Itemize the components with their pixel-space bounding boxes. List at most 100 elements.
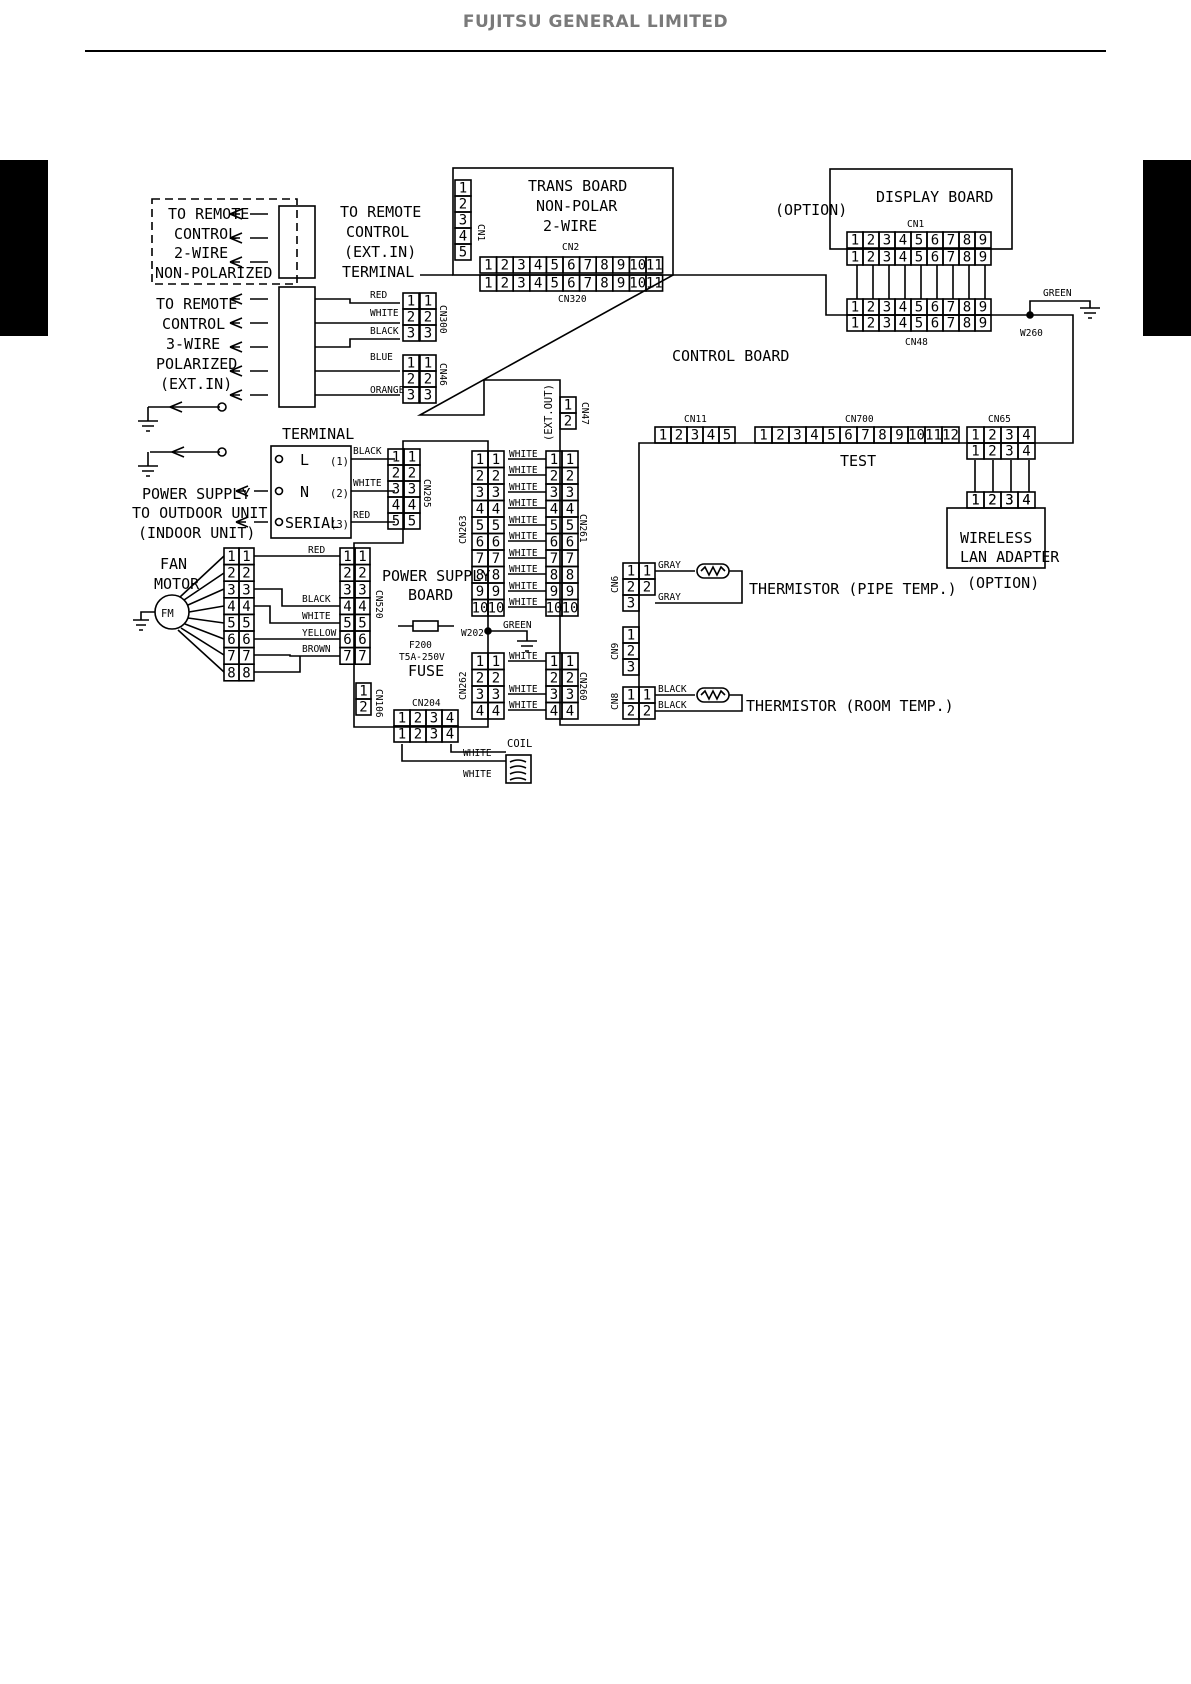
cn263-a-pin-number: 9 xyxy=(476,584,484,600)
cn261-a-pin-number: 8 xyxy=(550,568,558,584)
cn261-a-pin-number: 3 xyxy=(550,485,558,501)
cn262-wire-1: WHITE xyxy=(509,651,538,662)
remote-3wire-to-cn300-wires xyxy=(315,298,400,396)
cn1-trans-pin-box xyxy=(454,243,472,261)
cn260-a-pin-number: 3 xyxy=(550,687,558,703)
cn8-pin-box xyxy=(638,702,656,720)
cn300-label: CN300 xyxy=(437,305,448,334)
cn261-a-pin-number: 5 xyxy=(550,518,558,534)
document-header: FUJITSU GENERAL LIMITED xyxy=(462,12,729,32)
ground-icon xyxy=(1029,300,1100,319)
fan-wire-black: BLACK xyxy=(302,594,331,605)
cn46-a-pin-number: 2 xyxy=(407,372,415,388)
cn261-a-pin-number: 9 xyxy=(550,584,558,600)
cn261-pin-number: 5 xyxy=(566,518,574,534)
cn8-a-pin-number: 1 xyxy=(627,688,635,704)
cn320-pin-number: 2 xyxy=(501,276,509,292)
power-supply-label-1: POWER SUPPLY xyxy=(142,485,250,503)
cn262-wire-4: WHITE xyxy=(509,700,538,711)
cn46-pin-number: 3 xyxy=(424,388,432,404)
cn1-display-b-pin-number: 8 xyxy=(963,250,971,266)
cn520-pin-number: 3 xyxy=(358,582,366,598)
cn700-pin-number: 8 xyxy=(878,428,886,444)
cn205-pin-number: 5 xyxy=(408,514,416,530)
cn11-label: CN11 xyxy=(684,414,707,425)
cn2-pin-number: 1 xyxy=(484,258,492,274)
wlan-a-pin-box xyxy=(1017,491,1036,509)
cn262-pin-number: 1 xyxy=(492,654,500,670)
right-side-tab xyxy=(1143,160,1191,336)
cn520-label: CN520 xyxy=(373,590,384,619)
cn261-pin-box xyxy=(561,598,579,617)
cn261-pin-number: 4 xyxy=(566,502,574,518)
cn520-a-pin-number: 1 xyxy=(343,549,351,565)
cn700-pin-number: 7 xyxy=(861,428,869,444)
cn320-pin-number: 1 xyxy=(484,276,492,292)
cn11-pin-number: 4 xyxy=(707,428,715,444)
cn48-pin-number: 4 xyxy=(899,316,907,332)
fan-wire-white: WHITE xyxy=(302,611,331,622)
cn65-pin-number: 1 xyxy=(971,444,979,460)
cn46-wire-orange: ORANGE xyxy=(370,385,405,396)
cn11-pin-box xyxy=(718,426,736,444)
cn700-pin-number: 10 xyxy=(908,428,925,444)
thermistor-pipe-label: THERMISTOR (PIPE TEMP.) xyxy=(749,580,957,598)
cn520-pin-box xyxy=(354,646,371,665)
cn261-label: CN261 xyxy=(577,514,588,543)
cn262-a-pin-number: 1 xyxy=(476,654,484,670)
cn48-pin-number: 7 xyxy=(947,316,955,332)
trans-board-label-1: TRANS BOARD xyxy=(528,177,627,195)
cn1-display-pin-number: 5 xyxy=(915,233,923,249)
cn46-pin-box xyxy=(419,386,437,404)
cn263-label: CN263 xyxy=(458,515,469,544)
wlan-gap-pin-number: 1 xyxy=(971,493,979,509)
thermistor-room-label: THERMISTOR (ROOM TEMP.) xyxy=(746,697,954,715)
cn8-wire-black-1: BLACK xyxy=(658,684,687,695)
fan-motor-leads xyxy=(177,555,225,673)
cn700-label: CN700 xyxy=(845,414,874,425)
remote-ext-in-label-1: TO REMOTE xyxy=(340,203,421,221)
cn6-label: CN6 xyxy=(610,576,621,593)
terminal-num-1: (1) xyxy=(330,456,349,468)
cn320-label: CN320 xyxy=(558,294,587,305)
cn320-pin-number: 4 xyxy=(534,276,542,292)
cn6-pin-number: 2 xyxy=(643,580,651,596)
cn263-pin-number: 3 xyxy=(492,485,500,501)
cn520-a-pin-number: 4 xyxy=(343,599,351,615)
cn8-pin-number: 2 xyxy=(643,704,651,720)
cn205-wire-black: BLACK xyxy=(353,446,382,457)
cn263-pin-number: 6 xyxy=(492,535,500,551)
wlan-gap-pin-number: 3 xyxy=(1005,493,1013,509)
wlan-a-pin-number: 1 xyxy=(971,493,979,509)
wireless-label-2: LAN ADAPTER xyxy=(960,548,1060,566)
cn260-label: CN260 xyxy=(577,672,588,701)
cn320-pin-number: 9 xyxy=(617,276,625,292)
cn2-pin-number: 6 xyxy=(567,258,575,274)
fuse-label-3: FUSE xyxy=(408,662,444,680)
remote-3wire-label-5: (EXT.IN) xyxy=(160,375,232,393)
wireless-cable xyxy=(974,460,1030,492)
power-supply-board-label-2: BOARD xyxy=(408,586,453,604)
cn700-pin-number: 12 xyxy=(942,428,959,444)
cn46-wire-blue: BLUE xyxy=(370,352,393,363)
cn261-a-pin-number: 1 xyxy=(550,452,558,468)
cn6-a-pin-number: 3 xyxy=(627,596,635,612)
cn48-a-pin-number: 3 xyxy=(883,300,891,316)
cn6-wire-gray-1: GRAY xyxy=(658,560,681,571)
cn2-label: CN2 xyxy=(562,242,579,253)
cn260-a-pin-number: 2 xyxy=(550,671,558,687)
green-label-top: GREEN xyxy=(1043,288,1072,299)
fan-wire-yellow: YELLOW xyxy=(302,628,337,639)
cn700-pin-box xyxy=(941,426,960,444)
cn65-a-pin-number: 4 xyxy=(1022,428,1030,444)
fan-conn-a-pin-number: 2 xyxy=(227,566,235,582)
remote-3wire-label-3: 3-WIRE xyxy=(166,335,220,353)
fan-conn-a-pin-number: 6 xyxy=(227,632,235,648)
fan-wire-brown: BROWN xyxy=(302,644,331,655)
cn1-display-pin-number: 1 xyxy=(851,233,859,249)
cn263-a-pin-number: 7 xyxy=(476,551,484,567)
cn263-pin-number: 2 xyxy=(492,469,500,485)
cn260-pin-number: 3 xyxy=(566,687,574,703)
cn263-wire-3: WHITE xyxy=(509,482,538,493)
cn263-pin-number: 4 xyxy=(492,502,500,518)
